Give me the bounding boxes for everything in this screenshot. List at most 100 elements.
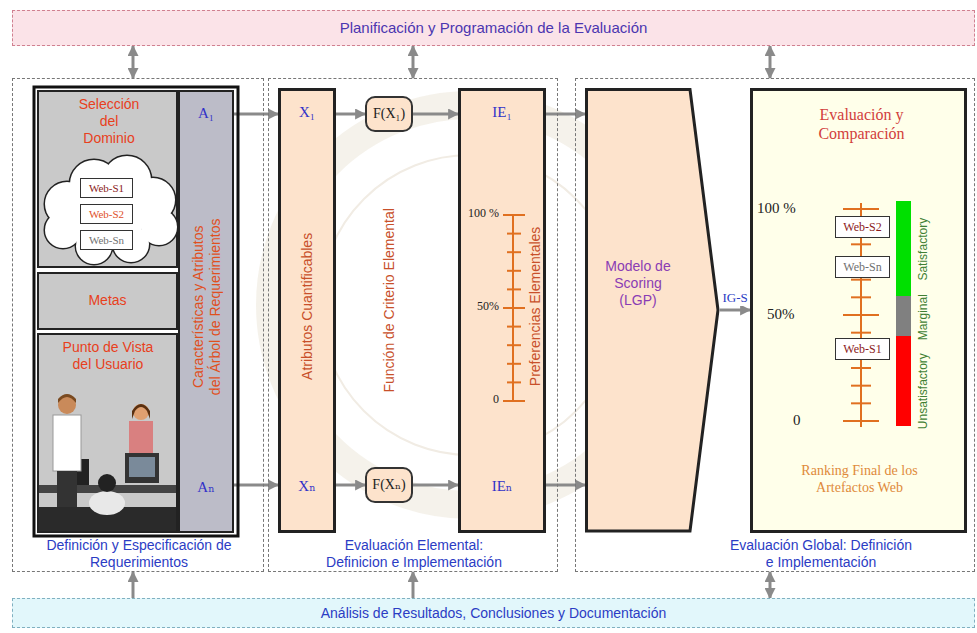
flow-arrow [234, 113, 278, 116]
process-box: Metas [37, 272, 178, 330]
flow-arrow [769, 572, 772, 598]
scale-tick [851, 402, 871, 404]
process-box: Análisis de Resultados, Conclusiones y D… [12, 598, 975, 628]
node-text: Evaluación Elemental: Definicion e Imple… [314, 537, 514, 571]
process-box: Modelo de Scoring (LGP) [585, 88, 720, 533]
scale-tick [507, 270, 521, 272]
node-text: 0 [461, 392, 499, 406]
scale-tick [503, 307, 525, 309]
process-box: IE₁100 %50%0Preferencias ElementalesIEₙ [458, 88, 546, 533]
process-box: Web-Sn [80, 230, 133, 250]
drawn-rect [57, 471, 77, 507]
edge-label: IG-S [721, 290, 750, 306]
scale-tick [843, 208, 879, 210]
process-box: Evaluación Elemental: Definicion e Imple… [268, 78, 558, 572]
flow-arrow [720, 309, 750, 312]
node-text: A₁ [182, 104, 230, 122]
process-box: Web-S1 [80, 178, 133, 198]
drawn-rect [53, 415, 81, 471]
scale-tick [503, 214, 525, 216]
process-box: Web-S1 [835, 338, 890, 360]
flow-arrow [769, 46, 772, 78]
node-text: F(X₁) [369, 106, 409, 123]
legend-text: Satisfactory [916, 199, 930, 299]
process-box: Evaluación Global: Definición e Implemen… [575, 78, 975, 572]
flow-arrow [546, 484, 585, 487]
node-text: Aₙ [182, 478, 230, 496]
users-illustration [39, 394, 176, 531]
scale-tick [507, 344, 521, 346]
process-box: Evaluación y Comparación100 %50%0Ranking… [750, 88, 967, 533]
legend-text: Unsatisfactory [916, 341, 930, 441]
flow-arrow [413, 113, 458, 116]
cloud-shape [45, 156, 177, 264]
inner-frame [34, 87, 238, 536]
drawn-path [58, 394, 76, 403]
flow-arrow [546, 113, 585, 116]
legend-swatch [896, 336, 911, 426]
node-text: Preferencias Elementales [527, 181, 544, 431]
process-box: F(Xₙ) [365, 467, 413, 503]
flow-arrow [412, 46, 415, 78]
node-text: Evaluación Global: Definición e Implemen… [726, 537, 916, 571]
node-text: Planificación y Programación de la Evalu… [15, 19, 972, 37]
drawn-path [132, 404, 150, 419]
node-text: Análisis de Resultados, Conclusiones y D… [15, 605, 972, 622]
node-text: Web-Sn [838, 260, 887, 274]
flow-arrow [336, 113, 365, 116]
node-text: IEₙ [463, 477, 541, 495]
node-text: 100 % [461, 206, 499, 220]
drawn-rect [125, 453, 159, 483]
scale-tick [851, 385, 871, 387]
scale-tick [851, 296, 871, 298]
drawn-rect [129, 421, 153, 453]
node-text: Selección del Dominio [73, 96, 145, 146]
flow-arrow [234, 484, 278, 487]
scale-tick [843, 420, 879, 422]
process-box: X₁Atributos CuantificablesXₙ [278, 88, 336, 533]
flow-arrow [413, 484, 458, 487]
flow-arrow [132, 572, 135, 598]
flow-arrow [412, 572, 415, 598]
node-text: Xₙ [283, 477, 331, 495]
node-text: 50% [461, 299, 499, 313]
node-text: Web-S2 [838, 220, 887, 234]
axis-label: Función de Criterio Elemental [381, 170, 398, 430]
drawn-circle [73, 178, 145, 250]
scale-tick [507, 288, 521, 290]
node-text: Ranking Final de los Artefactos Web [781, 463, 938, 497]
flow-arrow [132, 46, 135, 78]
node-text: Metas [41, 292, 174, 309]
process-box: Punto de Vista del Usuario [37, 333, 178, 533]
node-text: Web-S1 [838, 342, 887, 356]
node-text: Características y Atributos del Árbol de… [189, 214, 223, 399]
scale-tick [507, 233, 521, 235]
node-text: 50% [767, 305, 807, 323]
drawn-circle [73, 178, 145, 250]
legend-swatch [896, 201, 911, 296]
flow-arrow [336, 484, 365, 487]
node-text: 0 [793, 411, 813, 429]
scale-tick [851, 243, 871, 245]
node-text: Evaluación y Comparación [793, 105, 930, 143]
scale-tick [507, 363, 521, 365]
scale-tick [507, 326, 521, 328]
drawn-ellipse [89, 491, 125, 515]
node-text: Punto de Vista del Usuario [53, 339, 163, 373]
scale-tick [843, 314, 879, 316]
process-box: Planificación y Programación de la Evalu… [12, 10, 975, 46]
drawn-rect [129, 457, 155, 477]
process-box: Web-Sn [835, 256, 890, 278]
process-box: A₁ Características y Atributos del Árbol … [178, 90, 234, 533]
scale-tick [851, 367, 871, 369]
scale-tick [507, 251, 521, 253]
pentagon-outline [587, 90, 719, 532]
process-box: Definición y Especificación de Requerimi… [12, 78, 264, 572]
legend-swatch [896, 296, 911, 336]
node-text: F(Xₙ) [369, 477, 409, 494]
drawn-circle [133, 404, 149, 420]
drawn-circle [98, 474, 116, 492]
scale-tick [507, 381, 521, 383]
